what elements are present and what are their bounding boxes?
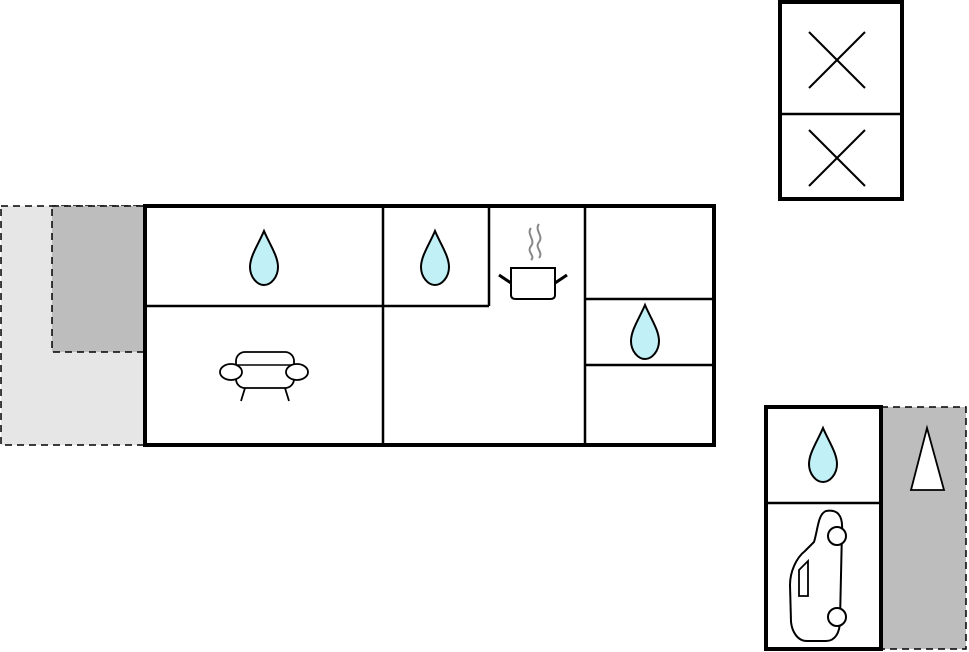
cooking-pot-icon	[498, 223, 568, 300]
north-arrow-icon	[909, 424, 946, 491]
bedroom-annex	[778, 0, 904, 201]
car-icon	[788, 509, 847, 642]
sofa-icon	[219, 351, 309, 402]
covered-terrace	[51, 205, 146, 353]
